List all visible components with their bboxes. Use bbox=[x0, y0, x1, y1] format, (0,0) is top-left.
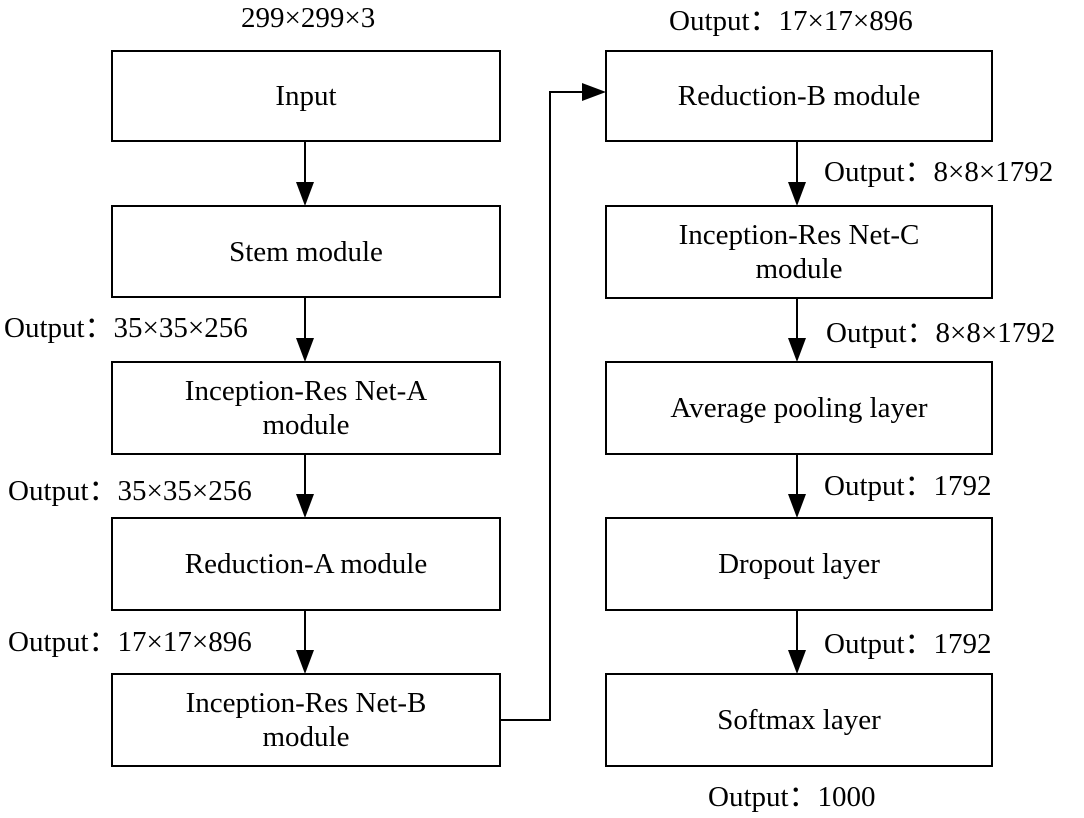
arrowhead-reduction-a-to-inception-b bbox=[296, 650, 314, 674]
input-box: Input bbox=[111, 50, 501, 142]
inception-res-net-a-box: Inception-Res Net-A module bbox=[111, 361, 501, 455]
arrowhead-input-to-stem bbox=[296, 182, 314, 206]
input-size-label: 299×299×3 bbox=[241, 2, 376, 34]
final-output-label: Output：1000 bbox=[708, 781, 876, 813]
softmax-box: Softmax layer bbox=[605, 673, 993, 767]
arrowhead-inception-a-to-reduction-a bbox=[296, 494, 314, 518]
reduction-b-output-label: Output：8×8×1792 bbox=[824, 156, 1054, 188]
top-right-output-label: Output：17×17×896 bbox=[669, 5, 913, 37]
arrowhead-reduction-b-to-inception-c bbox=[788, 182, 806, 206]
softmax-label: Softmax layer bbox=[717, 704, 881, 736]
avg-pool-output-label: Output：1792 bbox=[824, 470, 992, 502]
reduction-a-output-label: Output：17×17×896 bbox=[8, 626, 252, 658]
reduction-b-box: Reduction-B module bbox=[605, 50, 993, 142]
input-box-label: Input bbox=[275, 80, 337, 112]
average-pooling-box: Average pooling layer bbox=[605, 361, 993, 455]
dropout-label: Dropout layer bbox=[718, 548, 880, 580]
inception-res-net-c-label: Inception-Res Net-C module bbox=[678, 219, 920, 285]
average-pooling-label: Average pooling layer bbox=[670, 392, 928, 424]
arrowhead-stem-to-inception-a bbox=[296, 338, 314, 362]
stem-module-box: Stem module bbox=[111, 205, 501, 298]
arrow-inception-b-to-reduction-b bbox=[500, 91, 584, 721]
reduction-b-label: Reduction-B module bbox=[677, 80, 921, 112]
arrowhead-inception-b-to-reduction-b bbox=[582, 83, 606, 101]
arrowhead-inception-c-to-avg-pool bbox=[788, 338, 806, 362]
reduction-a-label: Reduction-A module bbox=[184, 548, 428, 580]
inception-res-net-b-box: Inception-Res Net-B module bbox=[111, 673, 501, 767]
stem-output-label: Output：35×35×256 bbox=[4, 312, 248, 344]
stem-module-label: Stem module bbox=[229, 235, 383, 268]
inception-res-net-c-box: Inception-Res Net-C module bbox=[605, 205, 993, 299]
inception-res-net-a-label: Inception-Res Net-A module bbox=[184, 375, 428, 441]
reduction-a-box: Reduction-A module bbox=[111, 517, 501, 611]
dropout-output-label: Output：1792 bbox=[824, 628, 992, 660]
arrowhead-dropout-to-softmax bbox=[788, 650, 806, 674]
arrowhead-avg-pool-to-dropout bbox=[788, 494, 806, 518]
inception-c-output-label: Output：8×8×1792 bbox=[826, 317, 1056, 349]
inception-res-net-b-label: Inception-Res Net-B module bbox=[185, 687, 427, 753]
dropout-box: Dropout layer bbox=[605, 517, 993, 611]
inception-a-output-label: Output：35×35×256 bbox=[8, 475, 252, 507]
